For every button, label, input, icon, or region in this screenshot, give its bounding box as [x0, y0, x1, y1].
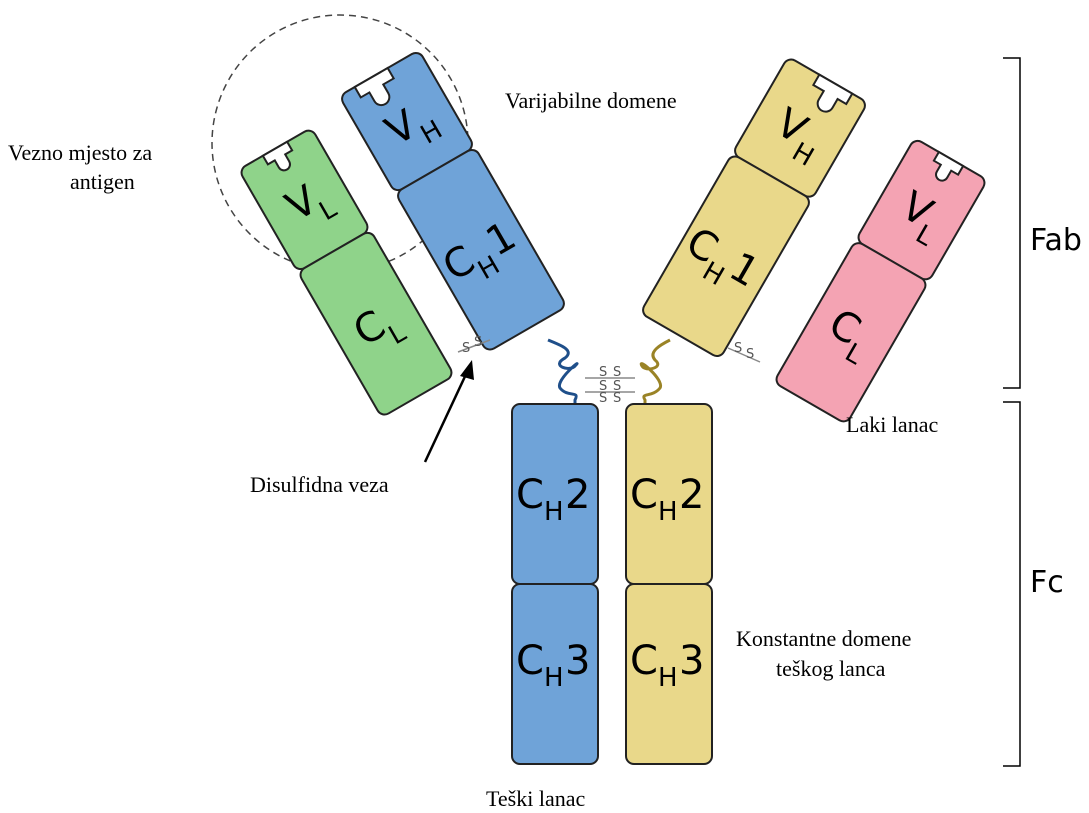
right-cl-domain	[775, 242, 927, 423]
right-hinge	[639, 338, 671, 404]
left-cl-domain	[299, 231, 453, 416]
right-ch1-domain	[642, 155, 810, 357]
fc-bracket	[1003, 401, 1021, 767]
label-light-chain: Laki lanac	[846, 412, 938, 437]
right-light-heavy-disulfide: S S	[727, 341, 761, 363]
left-ch2-suffix: 2	[565, 472, 590, 518]
right-ch2-main: C	[630, 472, 658, 518]
hinge-disulfide-bonds: S S S S S S	[585, 365, 635, 406]
label-fc: Fc	[1030, 565, 1064, 600]
left-ch3-main: C	[516, 638, 544, 684]
label-antigen-site-line1: Vezno mjesto za	[8, 140, 152, 165]
ss-3a: S	[599, 391, 607, 406]
right-vl-binding-notch	[932, 150, 965, 182]
label-constant-domains-line2: teškog lanca	[776, 656, 886, 681]
left-ch3-domain	[511, 583, 599, 765]
ss-2b: S	[613, 379, 621, 394]
fc-right-heavy: C H 2 C H 3	[625, 403, 713, 765]
ss-3b: S	[613, 391, 621, 406]
right-vh-binding-notch	[811, 73, 854, 113]
label-constant-domains-line1: Konstantne domene	[736, 626, 911, 651]
left-ch2-main: C	[516, 472, 544, 518]
ss-2a: S	[599, 379, 607, 394]
left-vl-binding-notch	[261, 140, 294, 172]
label-disulfide-bond: Disulfidna veza	[250, 472, 389, 497]
right-ch3-suffix: 3	[679, 638, 704, 684]
ss-left-b: S	[474, 335, 482, 350]
left-ch3-sub: H	[544, 663, 564, 693]
left-ch3-suffix: 3	[565, 638, 590, 684]
left-vh-binding-notch	[353, 66, 396, 107]
right-light-chain: V L C L	[775, 139, 986, 423]
fc-left-heavy: C H 2 C H 3	[511, 403, 599, 765]
left-light-chain: V L C L	[240, 129, 453, 416]
left-heavy-fab: V H C H 1	[341, 51, 565, 351]
ss-1a: S	[599, 365, 607, 380]
left-light-heavy-disulfide: S S	[457, 335, 491, 356]
ss-left-a: S	[462, 341, 470, 356]
label-variable-domains: Varijabilne domene	[505, 88, 677, 113]
label-heavy-chain: Teški lanac	[486, 786, 585, 811]
disulfide-arrow	[423, 360, 474, 463]
right-ch3-domain	[625, 583, 713, 765]
right-ch2-suffix: 2	[679, 472, 704, 518]
label-antigen-site-line2: antigen	[70, 169, 135, 194]
left-hinge	[547, 338, 579, 404]
label-fab: Fab	[1030, 223, 1082, 258]
fab-bracket	[1003, 57, 1021, 389]
ss-right-a: S	[734, 341, 742, 356]
right-ch2-sub: H	[658, 497, 678, 527]
left-ch1-domain	[397, 148, 565, 351]
ss-1b: S	[613, 365, 621, 380]
left-ch2-sub: H	[544, 497, 564, 527]
ss-right-b: S	[746, 347, 754, 362]
right-heavy-fab: V H C H 1	[642, 58, 866, 357]
right-ch3-sub: H	[658, 663, 678, 693]
right-ch3-main: C	[630, 638, 658, 684]
